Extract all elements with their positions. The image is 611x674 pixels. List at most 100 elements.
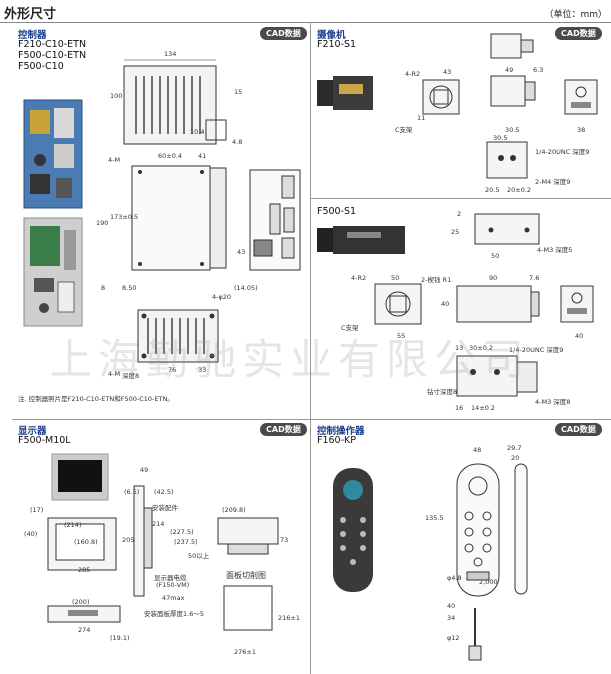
- camera-model: F210-S1: [317, 39, 357, 50]
- console-cable-drawing: [468, 608, 482, 661]
- monitor-section: 显示器 F500-M10L CAD数据 (17) (40) (214) (160…: [12, 422, 308, 672]
- con-dim-4-8: φ4.8: [447, 574, 462, 582]
- monitor-photo: [51, 453, 109, 501]
- console-model: F160-KP: [317, 435, 356, 446]
- cad-badge-console[interactable]: CAD数据: [555, 423, 602, 436]
- cam2-dim-cmount: C支架: [341, 324, 359, 332]
- mon-dim-bracket: 安装配件: [152, 504, 178, 512]
- camera2-side-drawing: [456, 285, 540, 323]
- dim-4-m-2: 4-M: [108, 370, 121, 378]
- cam2-dim-50b: 50: [391, 274, 400, 282]
- vertical-divider: [310, 22, 311, 674]
- dim-10-4: 10.4: [190, 128, 205, 136]
- cam2-dim-16: 16: [455, 404, 464, 412]
- controller-photo-side: [23, 217, 83, 327]
- mon-dim-200: (200): [72, 598, 90, 606]
- page-header: 外形尺寸 （单位：mm）: [0, 0, 611, 23]
- dim-14-05: (14.05): [234, 284, 258, 292]
- camera-top-drawing: [490, 33, 534, 59]
- divider-right-lower: [311, 419, 611, 420]
- cam2-dim-30: 30±0.2: [469, 344, 494, 352]
- cam-dim-49: 49: [505, 66, 514, 74]
- mon-dim-285: 285: [78, 566, 91, 574]
- camera2-section: F500-S1 2 25 50 4-M3 深度5 4-R2 50 2-楔钱 R1…: [311, 200, 609, 418]
- controller-photo-front: [23, 99, 83, 209]
- mon-dim-209: (209.8): [222, 506, 246, 514]
- cam2-dim-2: 2: [457, 210, 462, 218]
- controller-top-drawing: [123, 59, 227, 145]
- camera-front-drawing: [422, 79, 460, 115]
- cam2-dim-40b: 40: [575, 332, 584, 340]
- camera-bottom-drawing: [486, 141, 528, 179]
- camera2-photo: [317, 226, 405, 254]
- cam-dim-38: 38: [577, 126, 586, 134]
- mon-dim-cable2: (F150-VM): [156, 581, 190, 589]
- monitor-bottom-drawing: [47, 605, 121, 623]
- cam-dim-unc: 1/4-20UNC 深度9: [535, 148, 590, 156]
- controller-front-drawing: [131, 165, 227, 271]
- cam-dim-cmount: C支架: [395, 126, 413, 134]
- cam2-dim-13: 13: [455, 344, 464, 352]
- cam-dim-4r2: 4-R2: [405, 70, 421, 78]
- cad-badge-monitor[interactable]: CAD数据: [260, 423, 307, 436]
- watermark: 上海勤驰实业有限公司: [50, 335, 531, 384]
- mon-dim-40: (40): [24, 530, 38, 538]
- cad-badge-camera[interactable]: CAD数据: [555, 27, 602, 40]
- mon-dim-274: 274: [78, 626, 91, 634]
- mon-dim-47: 47max: [162, 594, 185, 602]
- cam-dim-30-5: 30.5: [505, 126, 520, 134]
- cam-dim-6-3: 6.3: [533, 66, 544, 74]
- dim-15: 15: [234, 88, 243, 96]
- console-section: 控制操作器 F160-KP CAD数据 48 135.5 29.7 20 φ4.…: [311, 422, 609, 672]
- dim-60: 60±0.4: [158, 152, 183, 160]
- mon-dim-73: 73: [280, 536, 289, 544]
- dim-190: 190: [96, 219, 109, 227]
- cam-dim-20: 20±0.2: [507, 186, 532, 194]
- dim-33: 33: [198, 366, 207, 374]
- mon-dim-49: 49: [140, 466, 149, 474]
- page-title: 外形尺寸: [4, 7, 57, 22]
- dim-41: 41: [198, 152, 207, 160]
- console-photo: [333, 468, 373, 592]
- mon-dim-cable: 显示器电缆: [154, 574, 187, 582]
- cam2-dim-55: 55: [397, 332, 406, 340]
- cam-dim-30-5b: 30.5: [493, 134, 508, 142]
- cad-badge-controller[interactable]: CAD数据: [260, 27, 307, 40]
- dim-173: 173±0.5: [110, 213, 139, 221]
- camera-photo: [317, 76, 373, 110]
- camera-title: 摄像机: [317, 30, 346, 41]
- monitor-front-drawing: [47, 517, 117, 571]
- controller-side-drawing: [249, 169, 301, 271]
- mon-dim-panel: 安装面板厚度1.6～5: [144, 610, 204, 618]
- dim-100: 100: [110, 92, 123, 100]
- console-side-drawing: [514, 463, 528, 595]
- cam-dim-20-5: 20.5: [485, 186, 500, 194]
- dim-8: 8: [101, 284, 106, 292]
- controller-model-2: F500-C10-ETN: [18, 50, 87, 61]
- camera2-front-drawing: [374, 283, 422, 325]
- dim-4-phi20: 4-φ20: [212, 293, 232, 301]
- mon-dim-19: (19.1): [110, 634, 130, 642]
- monitor-title: 显示器: [18, 426, 47, 437]
- con-dim-48: 48: [473, 446, 482, 454]
- cam2-dim-40: 40: [441, 300, 450, 308]
- cam-dim-11: 11: [417, 114, 426, 122]
- con-dim-12: φ12: [447, 634, 460, 642]
- camera2-back-drawing: [560, 285, 594, 323]
- con-dim-34: 34: [447, 614, 456, 622]
- divider-right-mid: [311, 198, 611, 199]
- cam2-dim-unc: 1/4-20UNC 深度9: [509, 346, 564, 354]
- mon-dim-214b: 214: [152, 520, 165, 528]
- controller-title: 控制器: [18, 30, 47, 41]
- cam2-dim-25: 25: [451, 228, 460, 236]
- mon-dim-216: 216±1: [278, 614, 300, 622]
- con-dim-40: 40: [447, 602, 456, 610]
- controller-section: 控制器 F210-C10-ETN F500-C10-ETN F500-C10 C…: [12, 26, 308, 416]
- mon-dim-205: 205: [122, 536, 135, 544]
- camera-section: 摄像机 F210-S1 CAD数据 4-R2 43 11 C支架 49 6.3 …: [311, 26, 609, 198]
- mon-dim-6-5: (6.5): [124, 488, 140, 496]
- cam2-dim-7-6: 7.6: [529, 274, 540, 282]
- monitor-back-drawing: [217, 517, 279, 555]
- controller-model-3: F500-C10: [18, 61, 64, 72]
- con-dim-20: 20: [511, 454, 520, 462]
